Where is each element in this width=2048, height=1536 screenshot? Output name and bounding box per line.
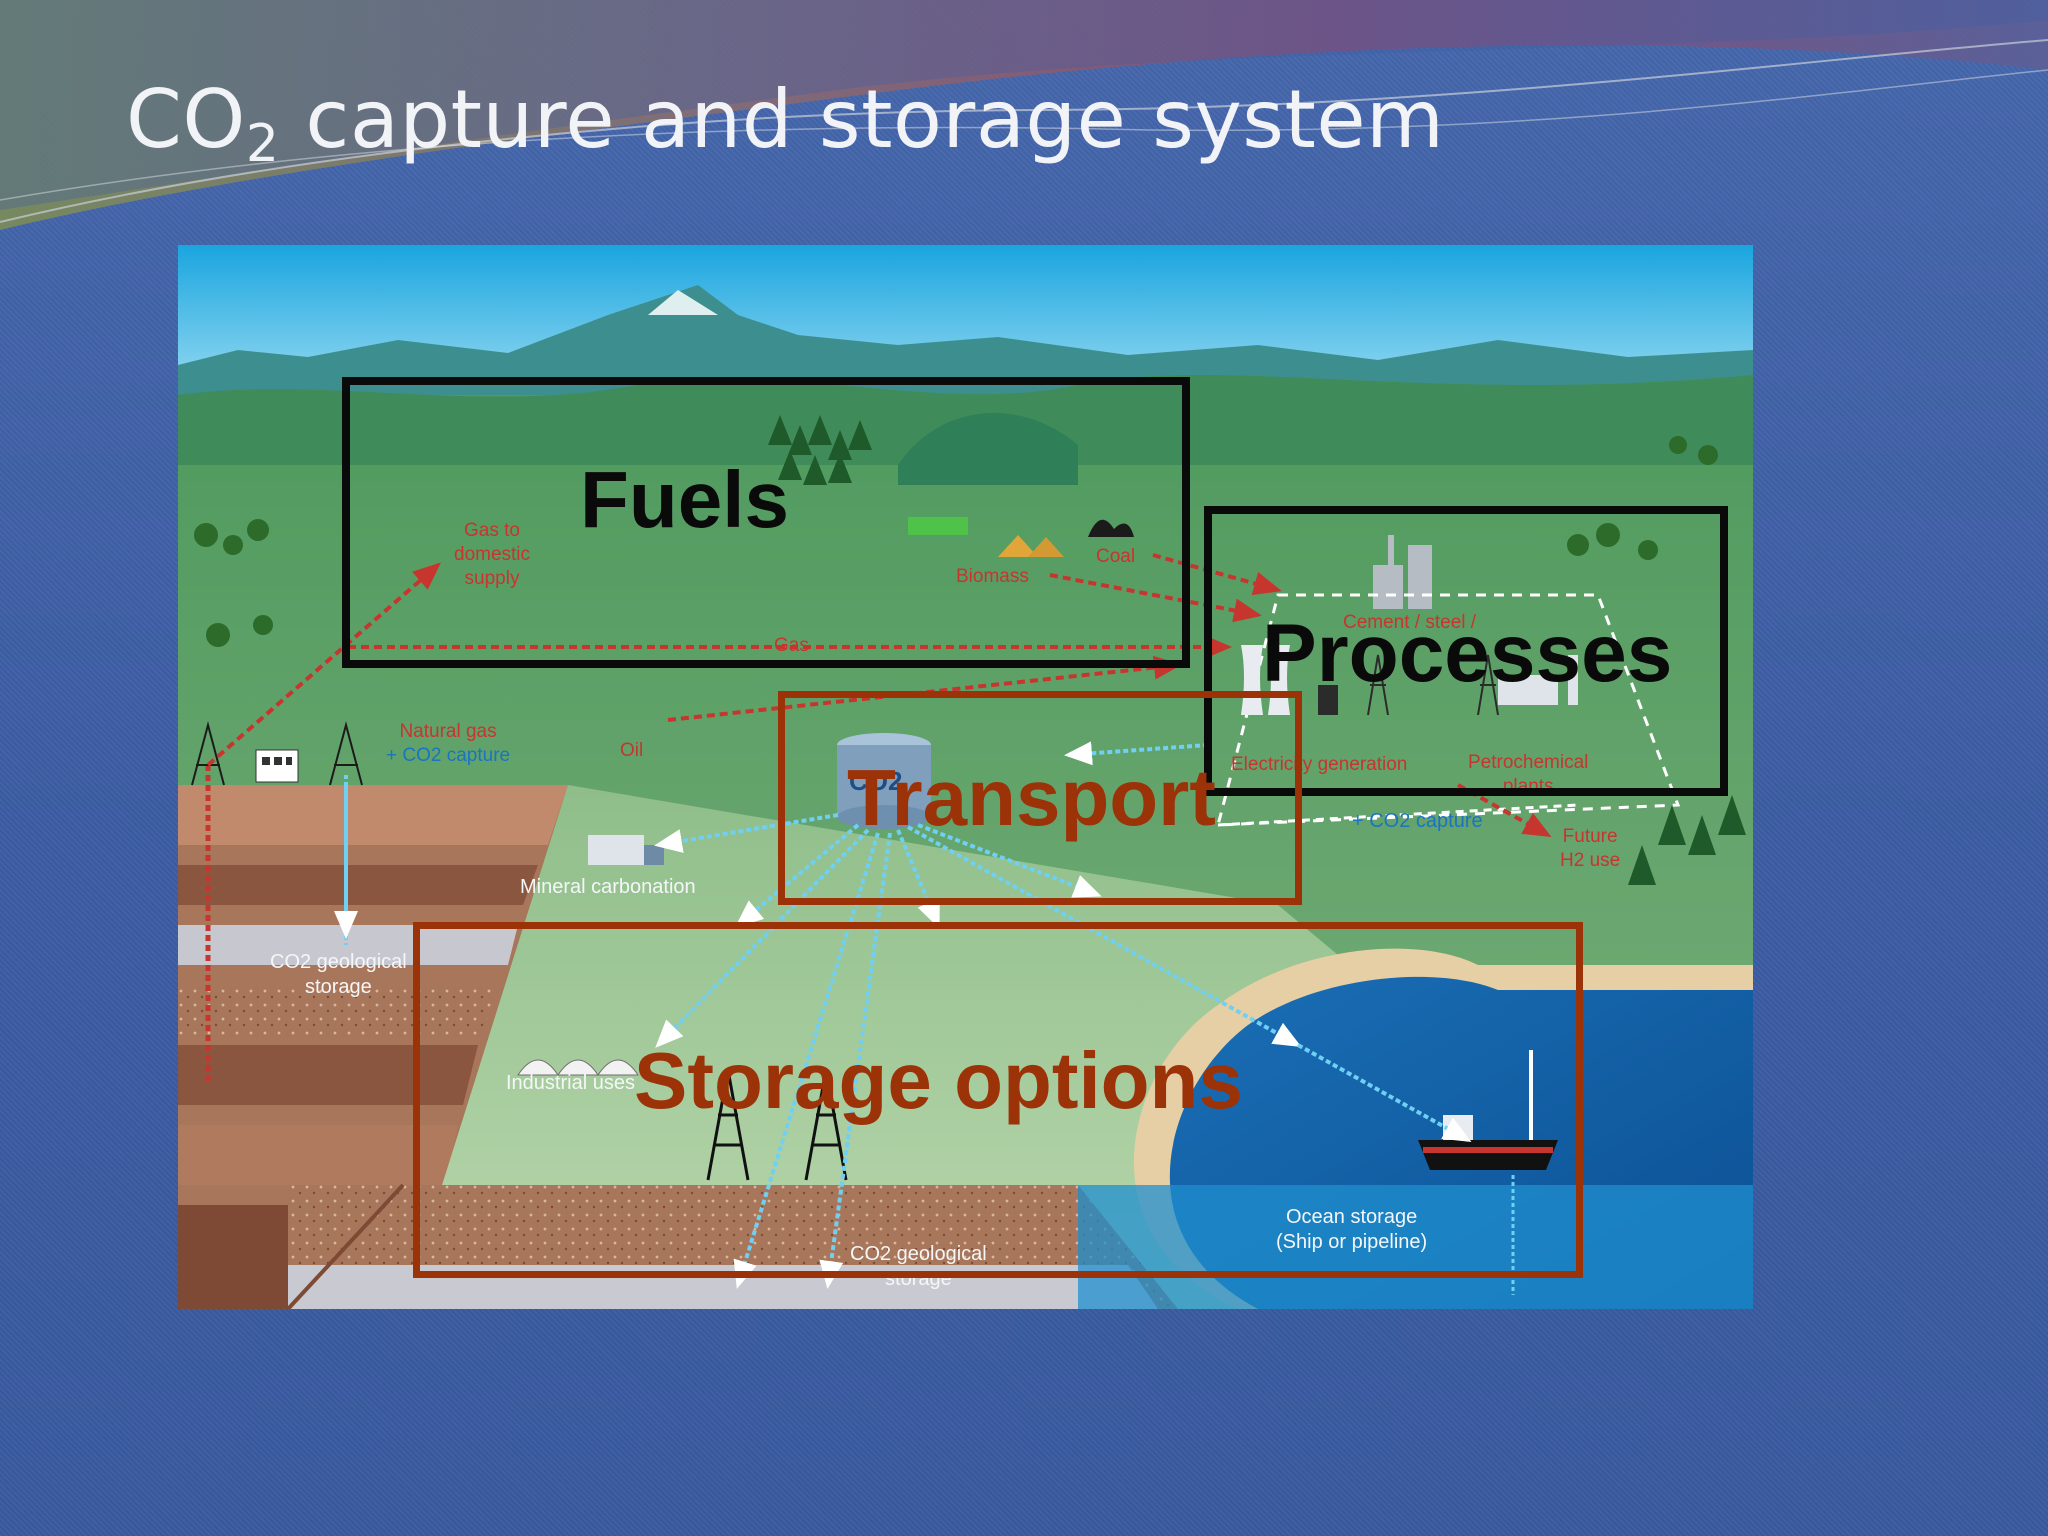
co2-hub-label: CO2 [849, 766, 903, 796]
ccs-illustration-art [178, 245, 1753, 1309]
slide-title: CO2 capture and storage system [126, 76, 1444, 173]
title-rest: capture and storage system [279, 73, 1445, 166]
fuels-box: Fuels [342, 377, 1190, 668]
gas-label: Gas [774, 635, 809, 656]
biomass-label: Biomass [956, 566, 1029, 587]
ocean-storage-label: Ocean storage (Ship or pipeline) [1276, 1206, 1428, 1253]
coal-label: Coal [1096, 546, 1136, 567]
natural-gas-label: Natural gas + CO2 capture [386, 721, 511, 766]
co2-capture-label: + CO2 capture [1352, 810, 1483, 832]
oil-label: Oil [620, 740, 644, 761]
header-swoosh [0, 0, 2048, 230]
future-h2-label: Future H2 use [1560, 826, 1621, 871]
electricity-label: Electricity generation [1231, 754, 1408, 775]
processes-box: Processes [1204, 506, 1728, 796]
title-co: CO [126, 73, 246, 166]
transport-box: Transport [778, 691, 1302, 905]
gas-to-domestic-label: Gas to domestic supply [454, 520, 531, 589]
ccs-illustration: Gas to domestic supply Biomass Coal Gas … [178, 245, 1753, 1309]
mineral-carbonation-label: Mineral carbonation [520, 876, 696, 898]
fuels-box-label: Fuels [580, 455, 789, 544]
transport-box-label: Transport [847, 753, 1216, 842]
title-subscript: 2 [245, 114, 280, 174]
storage-options-box: Storage options [413, 922, 1583, 1278]
cement-label: Cement / steel / [1343, 612, 1477, 633]
processes-box-label: Processes [1262, 608, 1673, 699]
geological-storage-left-label: CO2 geological storage [270, 951, 407, 998]
industrial-uses-label: Industrial uses [506, 1072, 635, 1094]
storage-options-box-label: Storage options [634, 1036, 1243, 1125]
